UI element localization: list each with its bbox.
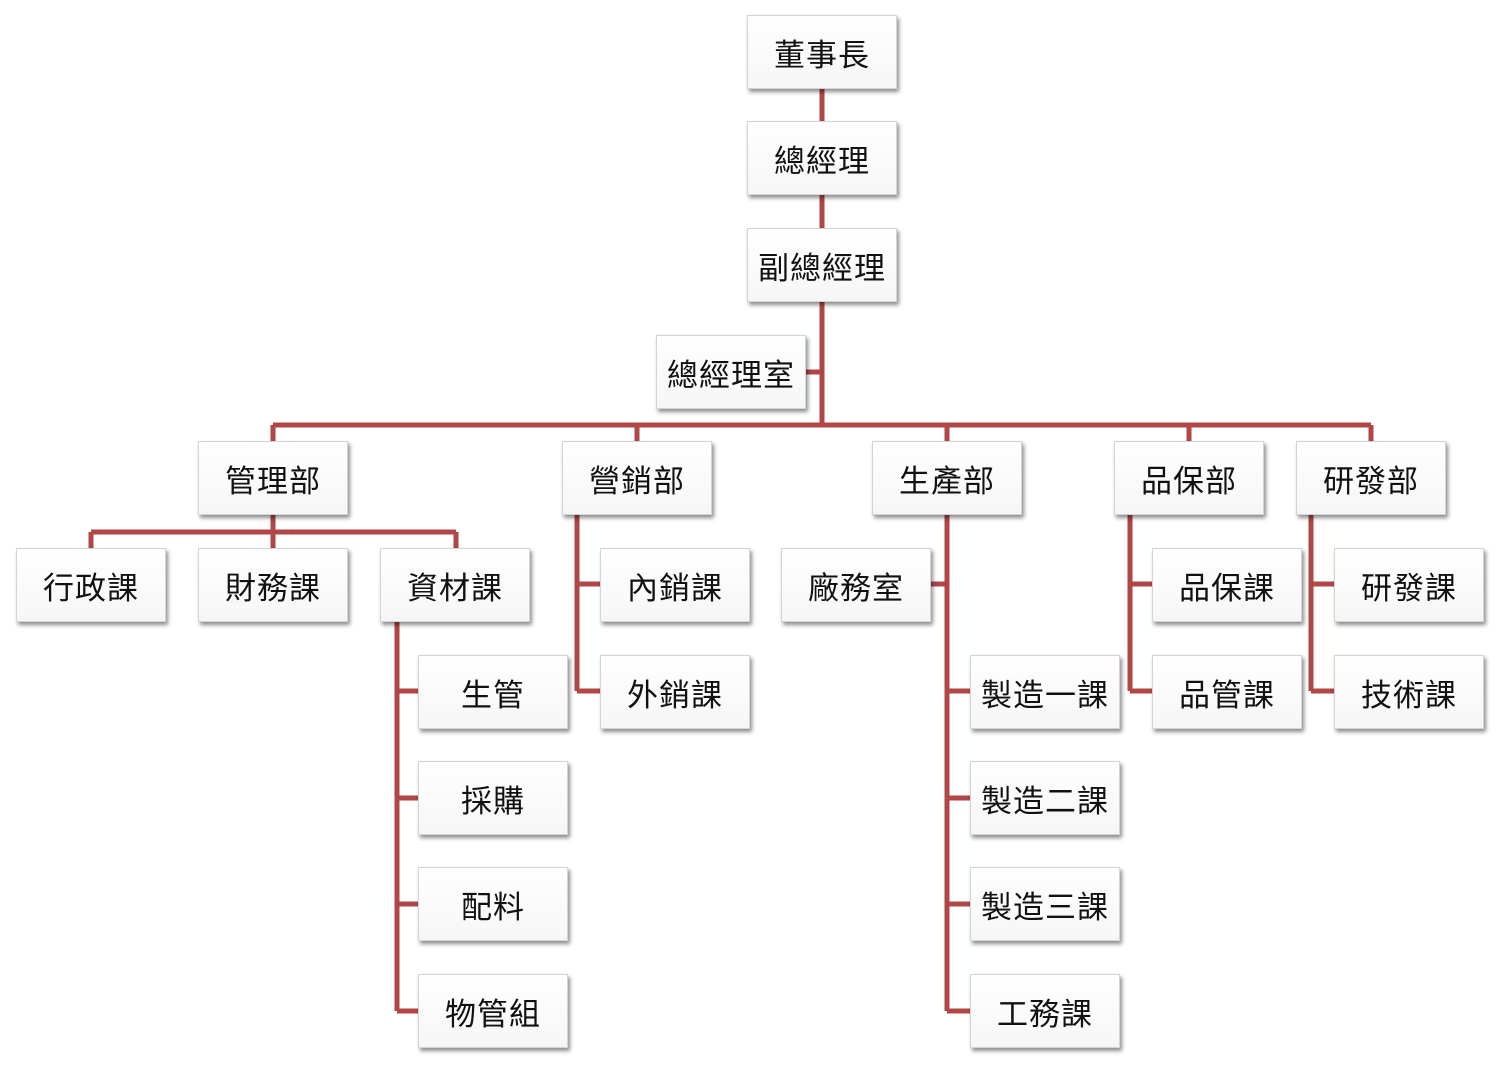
node-materials-section: 資材課 [380, 548, 530, 622]
node-export-sales: 外銷課 [600, 655, 750, 729]
node-batching: 配料 [418, 867, 568, 941]
node-mfg1: 製造一課 [970, 655, 1120, 729]
node-gm: 總經理 [747, 121, 897, 195]
node-engineering: 工務課 [970, 974, 1120, 1048]
node-purchasing: 採購 [418, 761, 568, 835]
node-production-dept: 生產部 [872, 441, 1022, 515]
node-materials-group: 物管組 [418, 974, 568, 1048]
node-admin-dept: 管理部 [198, 441, 348, 515]
node-production-control: 生管 [418, 655, 568, 729]
node-chairman: 董事長 [747, 15, 897, 89]
node-deputy-gm: 副總經理 [747, 228, 897, 302]
node-qc-section: 品管課 [1152, 655, 1302, 729]
node-admin-section: 行政課 [16, 548, 166, 622]
node-rd-dept: 研發部 [1296, 441, 1446, 515]
node-finance-section: 財務課 [198, 548, 348, 622]
node-rd-section: 研發課 [1334, 548, 1484, 622]
node-sales-dept: 營銷部 [562, 441, 712, 515]
node-mfg2: 製造二課 [970, 761, 1120, 835]
node-tech-section: 技術課 [1334, 655, 1484, 729]
node-plant-office: 廠務室 [781, 548, 931, 622]
node-mfg3: 製造三課 [970, 867, 1120, 941]
node-gm-office: 總經理室 [656, 335, 806, 409]
node-qa-dept: 品保部 [1114, 441, 1264, 515]
node-qa-section: 品保課 [1152, 548, 1302, 622]
node-domestic-sales: 內銷課 [600, 548, 750, 622]
